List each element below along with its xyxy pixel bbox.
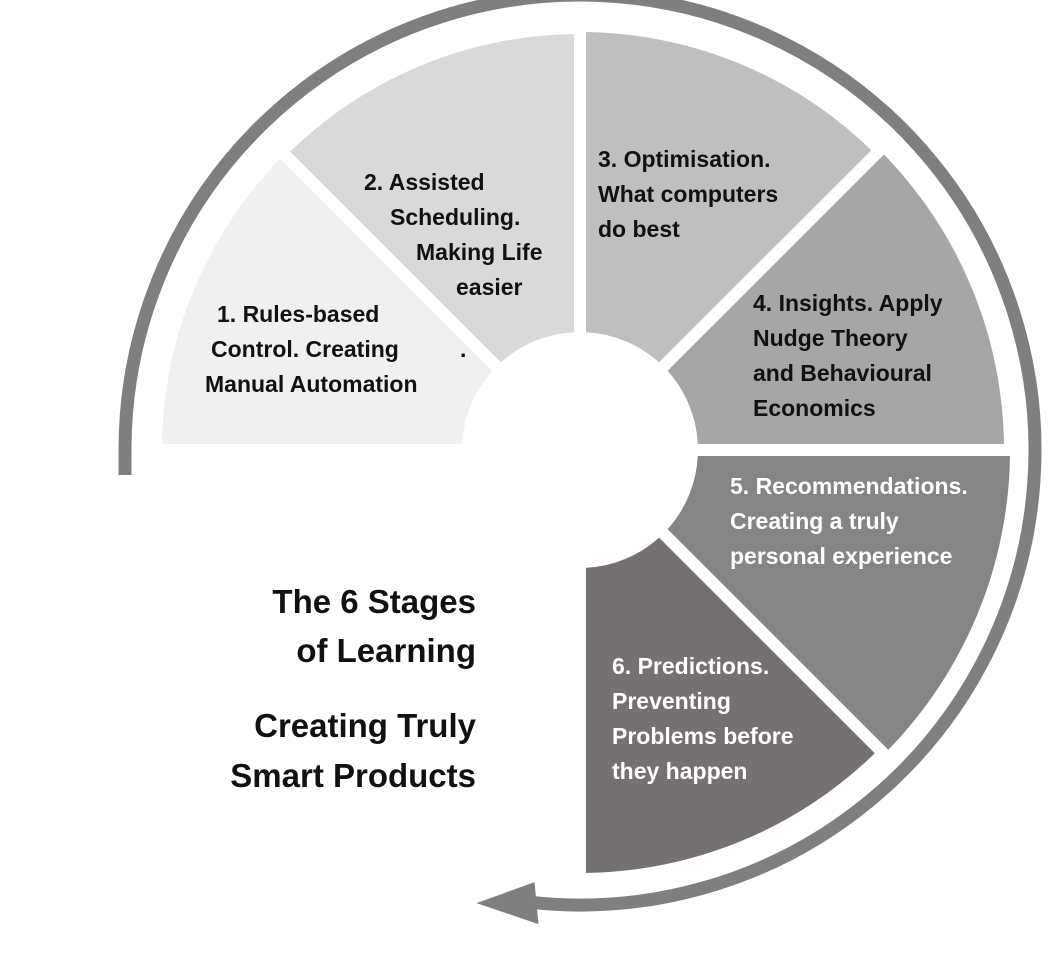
stage-6-line-3: Problems before xyxy=(612,723,794,749)
stage-6-line-2: Preventing xyxy=(612,688,731,714)
stage-1-line-2: Control. Creating xyxy=(211,336,399,362)
stage-4-line-1: 4. Insights. Apply xyxy=(753,290,943,316)
cycle-arc xyxy=(118,0,1042,912)
stage-6-label: 6. Predictions. Preventing Problems befo… xyxy=(612,653,800,784)
stage-6-line-1: 6. Predictions. xyxy=(612,653,769,679)
title-line-2: of Learning xyxy=(296,632,476,669)
stage-5-line-2: Creating a truly xyxy=(730,508,899,534)
stage-1-line-1: 1. Rules-based xyxy=(217,301,379,327)
stage-5-segment xyxy=(667,456,1010,750)
stage-segments xyxy=(162,32,1010,873)
stage-5-line-3: personal experience xyxy=(730,543,952,569)
diagram-title: The 6 Stages of Learning Creating Truly … xyxy=(230,583,476,794)
stage-2-line-2: Scheduling. xyxy=(390,204,520,230)
stage-3-line-3: do best xyxy=(598,216,680,242)
stage-3-segment xyxy=(586,32,872,363)
stage-2-line-3: Making Life xyxy=(416,239,543,265)
stage-4-segment xyxy=(667,154,1004,444)
stage-1-line-3: Manual Automation xyxy=(205,371,418,397)
stage-2-extra-mark: . xyxy=(460,336,466,362)
stage-1-segment xyxy=(162,158,493,444)
stage-5-line-1: 5. Recommendations. xyxy=(730,473,968,499)
stage-6-line-4: they happen xyxy=(612,758,747,784)
stage-4-line-4: Economics xyxy=(753,395,876,421)
title-line-1: The 6 Stages xyxy=(272,583,476,620)
stage-2-segment xyxy=(290,34,574,363)
stage-4-line-2: Nudge Theory xyxy=(753,325,908,351)
title-line-4: Smart Products xyxy=(230,757,476,794)
title-line-3: Creating Truly xyxy=(254,707,477,744)
stage-1-label: 1. Rules-based Control. Creating Manual … xyxy=(205,301,418,397)
cycle-arrow-icon xyxy=(118,0,1042,925)
stage-3-line-1: 3. Optimisation. xyxy=(598,146,771,172)
stage-3-line-2: What computers xyxy=(598,181,778,207)
stage-2-line-1: 2. Assisted xyxy=(364,169,485,195)
cycle-arrowhead xyxy=(476,882,539,925)
stage-6-segment xyxy=(586,537,875,873)
stage-3-label: 3. Optimisation. What computers do best xyxy=(598,146,785,242)
stage-4-line-3: and Behavioural xyxy=(753,360,932,386)
stage-2-line-4: easier xyxy=(456,274,523,300)
stage-5-label: 5. Recommendations. Creating a truly per… xyxy=(730,473,974,569)
stage-2-label: 2. Assisted Scheduling. Making Life easi… xyxy=(364,169,549,300)
stage-4-label: 4. Insights. Apply Nudge Theory and Beha… xyxy=(753,290,949,421)
